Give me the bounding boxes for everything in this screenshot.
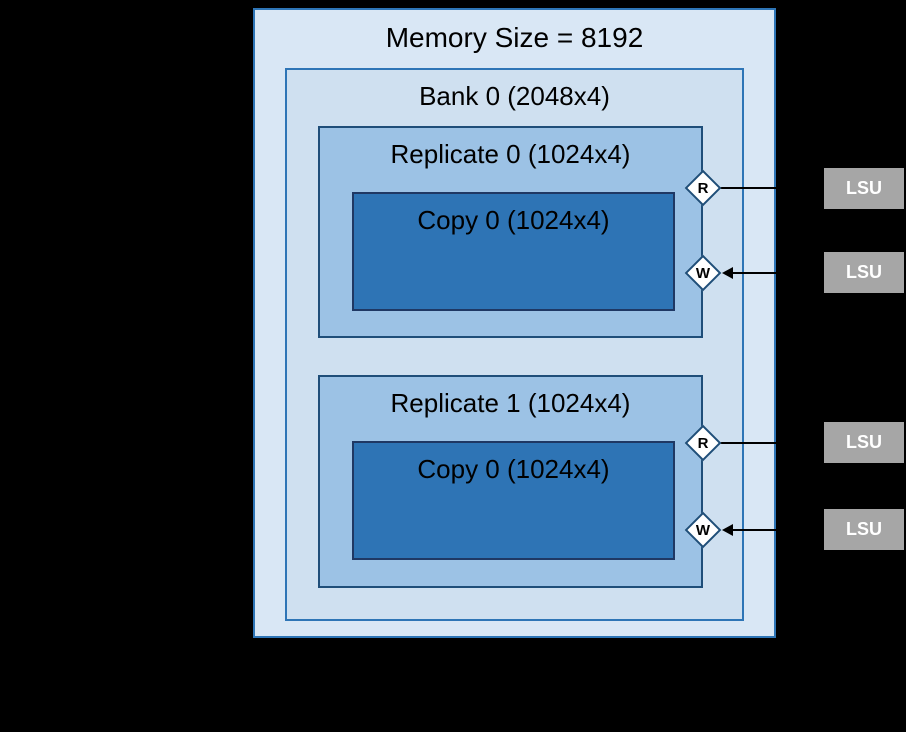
replicate-0-copy-box: Copy 0 (1024x4) [352,192,675,311]
read-wire-replicate-0 [712,187,815,189]
write-arrow-icon [722,524,733,536]
read-port-replicate-1: R [684,424,722,462]
read-arrow-icon [814,437,825,449]
write-wire-replicate-1 [732,529,825,531]
lsu-block-read-1: LSU [824,422,904,463]
write-wire-replicate-0 [732,272,825,274]
replicate-0-copy-title: Copy 0 (1024x4) [417,205,610,235]
read-wire-replicate-1 [712,442,815,444]
bank-title: Bank 0 (2048x4) [419,81,610,111]
read-port-label: R [697,179,709,197]
lsu-block-write-1: LSU [824,509,904,550]
read-port-label: R [697,434,709,452]
replicate-1-copy-box: Copy 0 (1024x4) [352,441,675,560]
write-port-label: W [695,521,711,539]
read-arrow-icon [814,182,825,194]
lsu-block-write-0: LSU [824,252,904,293]
lsu-block-read-0: LSU [824,168,904,209]
read-port-replicate-0: R [684,169,722,207]
write-arrow-icon [722,267,733,279]
write-port-replicate-1: W [684,511,722,549]
memory-title: Memory Size = 8192 [385,22,644,53]
replicate-1-title: Replicate 1 (1024x4) [390,388,631,418]
replicate-0-title: Replicate 0 (1024x4) [390,139,631,169]
write-port-replicate-0: W [684,254,722,292]
replicate-1-copy-title: Copy 0 (1024x4) [417,454,610,484]
write-port-label: W [695,264,711,282]
